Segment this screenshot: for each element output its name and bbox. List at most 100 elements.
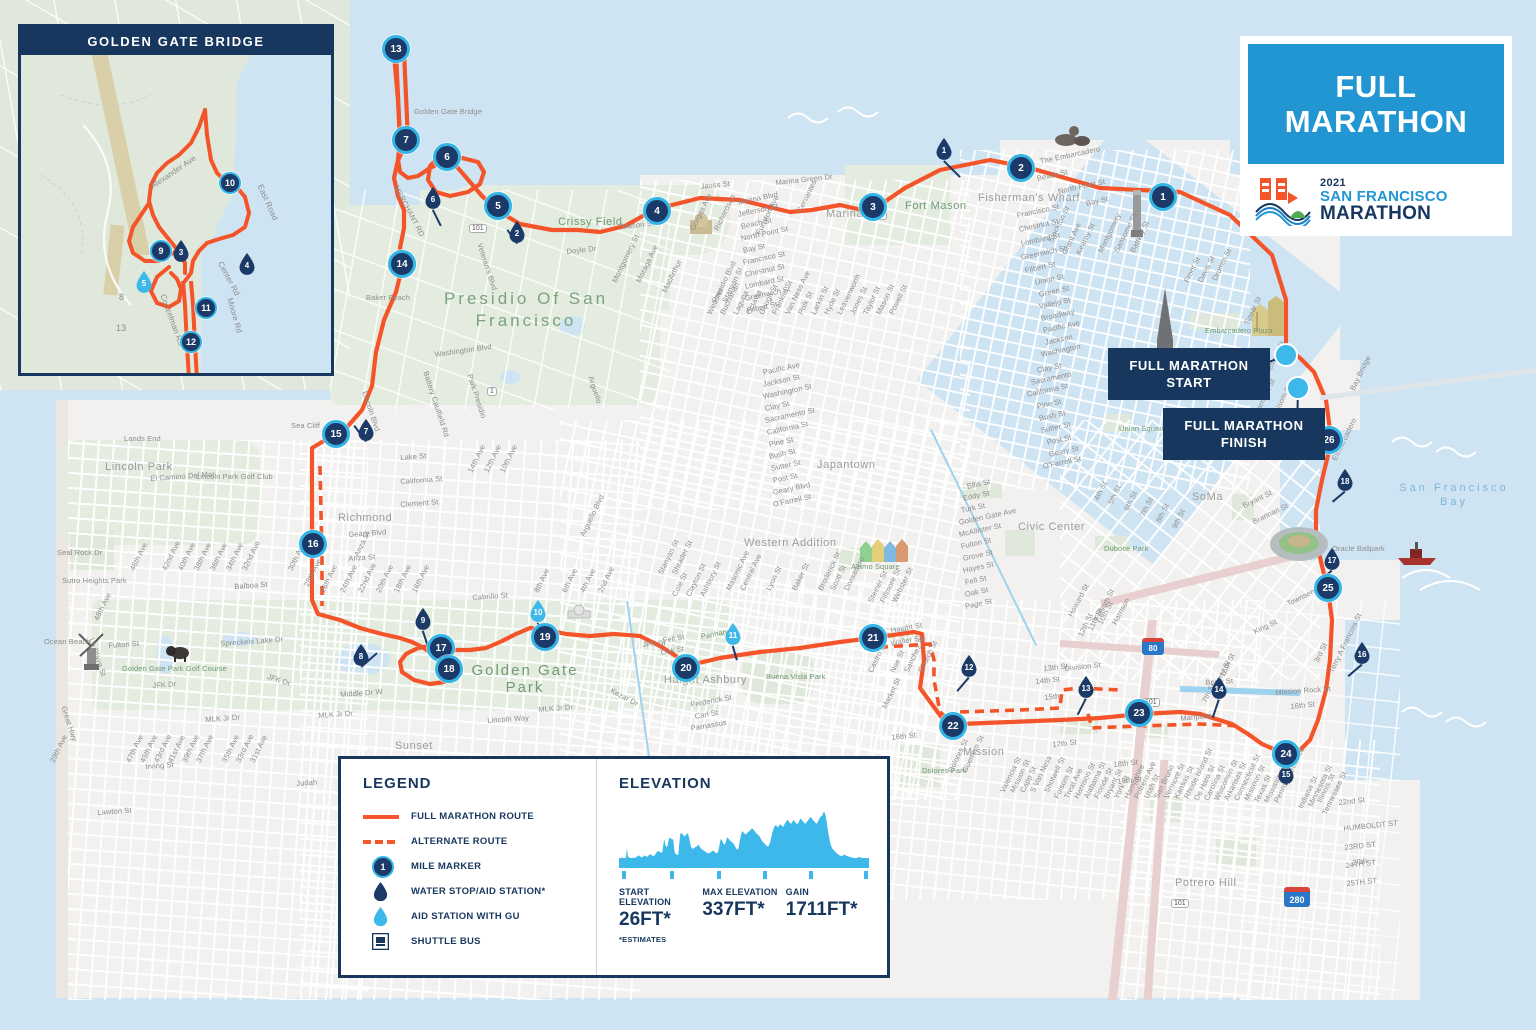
street-label: Ocean Beach xyxy=(44,637,91,646)
ferry-building-icon xyxy=(1252,296,1284,336)
logo-city: SAN FRANCISCO xyxy=(1320,187,1448,205)
logo-event: MARATHON xyxy=(1320,202,1432,224)
area-label: Richmond xyxy=(338,512,393,524)
logo-text: 2021 SAN FRANCISCO MARATHON xyxy=(1320,176,1448,224)
aid-station-number: 18 xyxy=(1340,477,1350,486)
inset-mile-marker: 10 xyxy=(219,172,241,194)
aid-station-number: 16 xyxy=(1357,650,1367,659)
callout-line-2: FINISH xyxy=(1220,435,1268,450)
mile-marker-icon: 1 xyxy=(363,855,411,878)
aid-station-number: 17 xyxy=(1327,556,1337,565)
mile-marker: 5 xyxy=(484,192,512,220)
legend-item: AID STATION WITH GU xyxy=(363,904,596,929)
legend-item-label: WATER STOP/AID STATION* xyxy=(411,886,546,897)
logo-year: 2021 xyxy=(1320,176,1347,189)
park-civic-center-plaza xyxy=(1005,530,1035,556)
legend-item: WATER STOP/AID STATION* xyxy=(363,879,596,904)
callout-dot xyxy=(1286,376,1310,400)
aid-station-number: 2 xyxy=(514,229,520,238)
elevation-stat-label: GAIN xyxy=(785,887,809,897)
legend-item: SHUTTLE BUS xyxy=(363,929,596,954)
dutch-windmill-icon xyxy=(78,633,104,670)
mile-marker: 22 xyxy=(939,712,967,740)
water-drop-icon: 17 xyxy=(1324,548,1341,570)
estimates-note: *ESTIMATES xyxy=(619,935,667,944)
area-label: Sunset xyxy=(395,740,433,752)
legend-item: FULL MARATHON ROUTE xyxy=(363,804,596,829)
area-label: Marina xyxy=(826,208,864,220)
highway-shield-80: 80 xyxy=(1142,638,1164,655)
mile-marker: 23 xyxy=(1125,699,1153,727)
elevation-tick xyxy=(670,871,675,879)
event-logo: 2021 SAN FRANCISCO MARATHON xyxy=(1248,164,1504,226)
water-drop-icon: 6 xyxy=(425,187,442,209)
highway-shield-280: 280 xyxy=(1284,887,1310,907)
street-label: JFK Dr xyxy=(152,679,177,690)
elevation-stat-value: 26FT* xyxy=(619,909,671,930)
street-label: Alamo Square xyxy=(851,562,900,571)
inset-mile-marker: 11 xyxy=(195,297,217,319)
street-label: Sea Cliff xyxy=(291,421,321,430)
mile-marker: 4 xyxy=(643,197,671,225)
mile-marker: 21 xyxy=(859,624,887,652)
water-drop-icon: 9 xyxy=(415,608,432,630)
aid-station-number: 12 xyxy=(964,663,974,672)
elevation-tick xyxy=(621,871,626,879)
water-drop-icon: 2 xyxy=(509,221,526,243)
water-drop-icon: 12 xyxy=(961,655,978,677)
area-label: San Francisco Bay xyxy=(1399,482,1509,508)
legend-item-label: AID STATION WITH GU xyxy=(411,911,520,922)
area-label: Lincoln Park xyxy=(105,461,173,473)
water-drop-icon: 1 xyxy=(936,138,953,160)
dashed-line-icon xyxy=(363,839,411,844)
wave-decoration-2-icon xyxy=(1401,706,1487,728)
elevation-stat-label: START ELEVATION xyxy=(619,887,671,907)
water-drop-icon: 10 xyxy=(530,600,547,622)
water-drop-icon: 18 xyxy=(1337,469,1354,491)
legend-item-label: MILE MARKER xyxy=(411,861,482,872)
mile-marker: 16 xyxy=(299,530,327,558)
street-label: Buena Vista Park xyxy=(766,672,826,681)
sf-marathon-logo-icon xyxy=(1255,178,1311,226)
title-line-2: MARATHON xyxy=(1284,104,1468,139)
solid-line-icon xyxy=(363,814,411,819)
street-label: Judah xyxy=(296,777,318,788)
aid-station-number: 9 xyxy=(420,616,426,625)
street-label: 15th xyxy=(1044,691,1060,702)
legend-item-label: FULL MARATHON ROUTE xyxy=(411,811,535,822)
street-label: Golden Gate Bridge xyxy=(414,107,483,116)
inset-aid-number: 5 xyxy=(141,279,147,288)
aid-station-number: 7 xyxy=(363,427,369,436)
highway-shield-us: 1 xyxy=(487,387,497,396)
title-line-1: FULL xyxy=(1335,69,1417,104)
street-label: Lake St xyxy=(400,451,427,462)
water-drop-light-icon xyxy=(363,907,411,927)
street-label: Baker Beach xyxy=(366,293,411,302)
mile-marker: 15 xyxy=(322,420,350,448)
fireboat-icon xyxy=(1398,542,1436,565)
callout-line-2: START xyxy=(1166,375,1212,390)
sea-lions-icon xyxy=(1055,126,1090,146)
aid-station-number: 6 xyxy=(430,195,436,204)
inset-water-drop-icon: 5 xyxy=(136,271,153,293)
wave-decoration-3-icon xyxy=(787,106,879,124)
area-label: Potrero Hill xyxy=(1175,877,1237,889)
elevation-tick xyxy=(864,871,868,879)
water-drop-icon: 16 xyxy=(1354,642,1371,664)
street-label: Lands End xyxy=(124,434,161,443)
callout-dot xyxy=(1274,343,1298,367)
area-label: Golden Gate Park xyxy=(471,662,579,696)
street-label: Oracle Ballpark xyxy=(1332,544,1385,553)
elevation-stat-value: 337FT* xyxy=(702,899,765,920)
street-label: Sutro Heights Park xyxy=(62,576,127,585)
area-label: Civic Center xyxy=(1018,521,1086,533)
shuttle-bus-icon xyxy=(363,933,411,950)
